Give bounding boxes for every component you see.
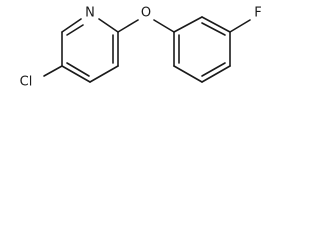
bond-c6-n [61, 18, 82, 33]
bond-c6-n-inner [66, 24, 84, 36]
bond-lines [43, 16, 251, 83]
bond-c2p-c3p [201, 16, 231, 33]
bond-c5p-c6p [173, 65, 203, 83]
bond-c4p-c5p [201, 65, 231, 83]
oxygen-label: O [141, 6, 151, 21]
bond-n-c2 [98, 18, 119, 33]
bond-c3p-f [229, 19, 251, 33]
bond-c4-c5-inner [66, 62, 90, 77]
bond-c2p-c3p-inner [201, 22, 226, 36]
bond-c3-c4 [89, 65, 119, 83]
bond-c2-o [117, 19, 139, 33]
atom-labels: N O F Cl [20, 6, 262, 90]
chemical-structure: N O F Cl [20, 6, 262, 90]
fluorine-label: F [254, 6, 261, 21]
nitrogen-label: N [85, 6, 95, 21]
bond-c4-c5 [61, 65, 91, 83]
bond-c1p-c2p [173, 16, 203, 33]
bond-o-c1p [153, 19, 175, 33]
bond-c4p-c5p-inner [201, 62, 226, 77]
bond-c5-cl [43, 65, 63, 77]
chlorine-label: Cl [20, 75, 33, 90]
